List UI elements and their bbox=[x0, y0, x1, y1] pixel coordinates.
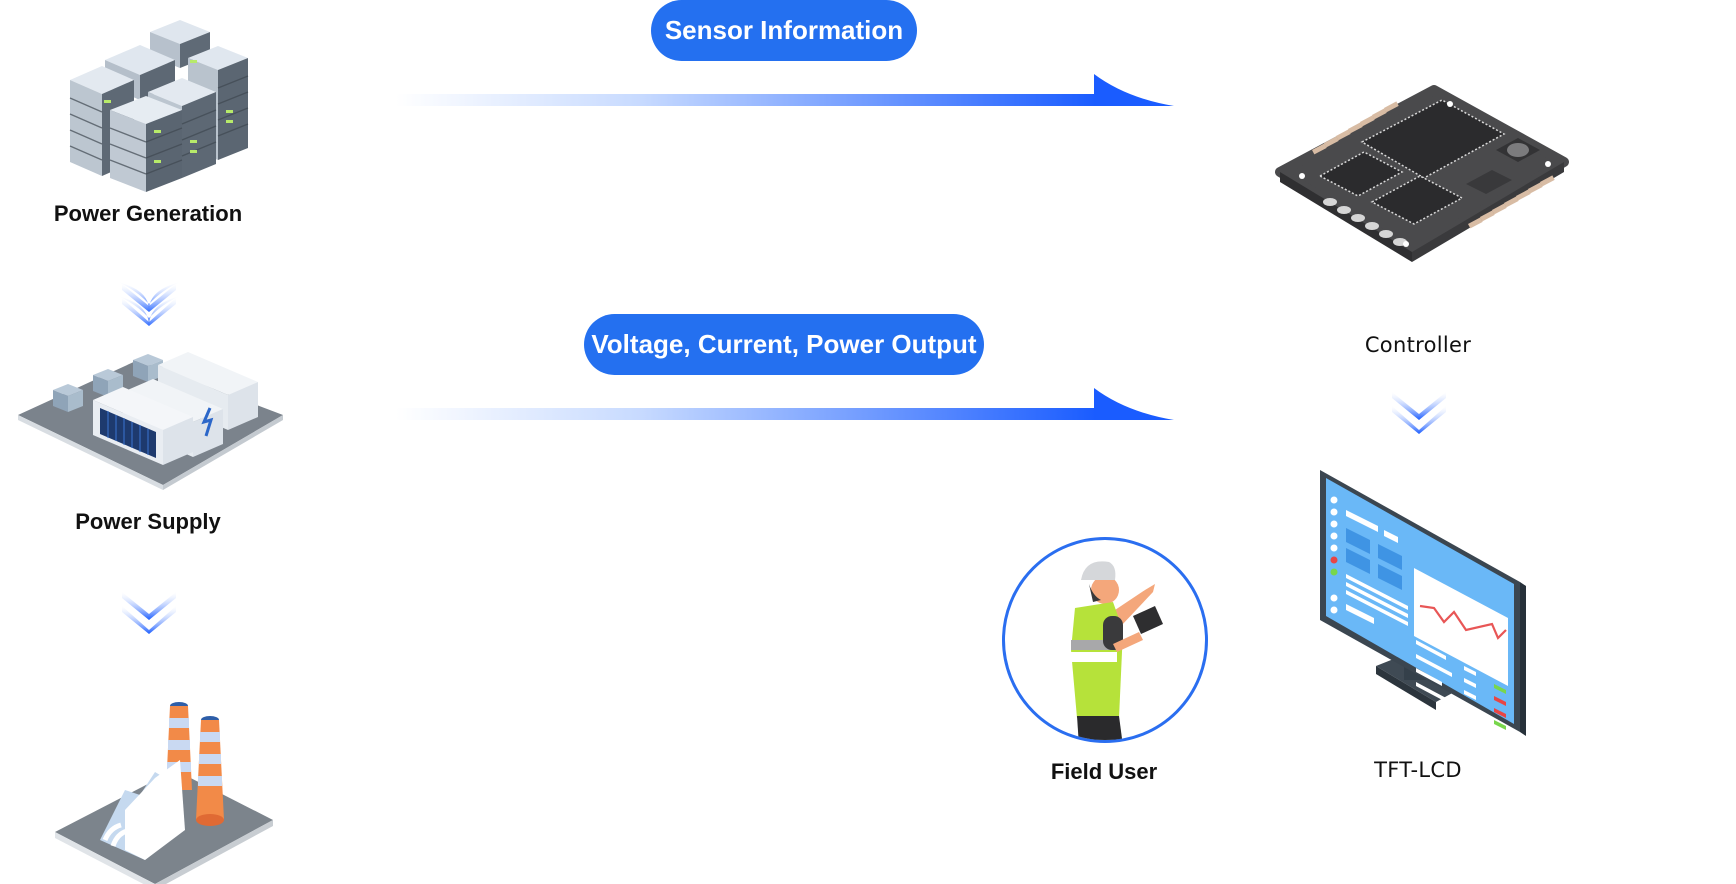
monitor-icon bbox=[1316, 470, 1526, 736]
down-chevron-icon bbox=[118, 282, 180, 332]
right-arrow-sensor-flow bbox=[396, 72, 1176, 112]
server-racks-icon bbox=[69, 20, 260, 192]
circuit-board-icon bbox=[1272, 84, 1569, 264]
node-label-controller: Controller bbox=[1364, 333, 1472, 357]
field-worker-avatar bbox=[1002, 537, 1208, 743]
down-chevron-icon bbox=[1388, 390, 1450, 440]
node-label-power-supply: Power Supply bbox=[75, 509, 221, 534]
node-label-field-user: Field User bbox=[1050, 759, 1158, 784]
down-chevron-icon bbox=[118, 590, 180, 640]
field-worker-icon bbox=[1071, 561, 1163, 740]
factory-icon bbox=[55, 700, 275, 884]
flow-label-voltage-current-power: Voltage, Current, Power Output bbox=[584, 314, 984, 375]
power-station-icon bbox=[18, 352, 283, 490]
node-label-tft-lcd: TFT-LCD bbox=[1374, 758, 1462, 782]
flow-label-sensor-information: Sensor Information bbox=[651, 0, 917, 61]
right-arrow-power-flow bbox=[396, 386, 1176, 426]
node-label-power-generation: Power Generation bbox=[53, 201, 243, 226]
